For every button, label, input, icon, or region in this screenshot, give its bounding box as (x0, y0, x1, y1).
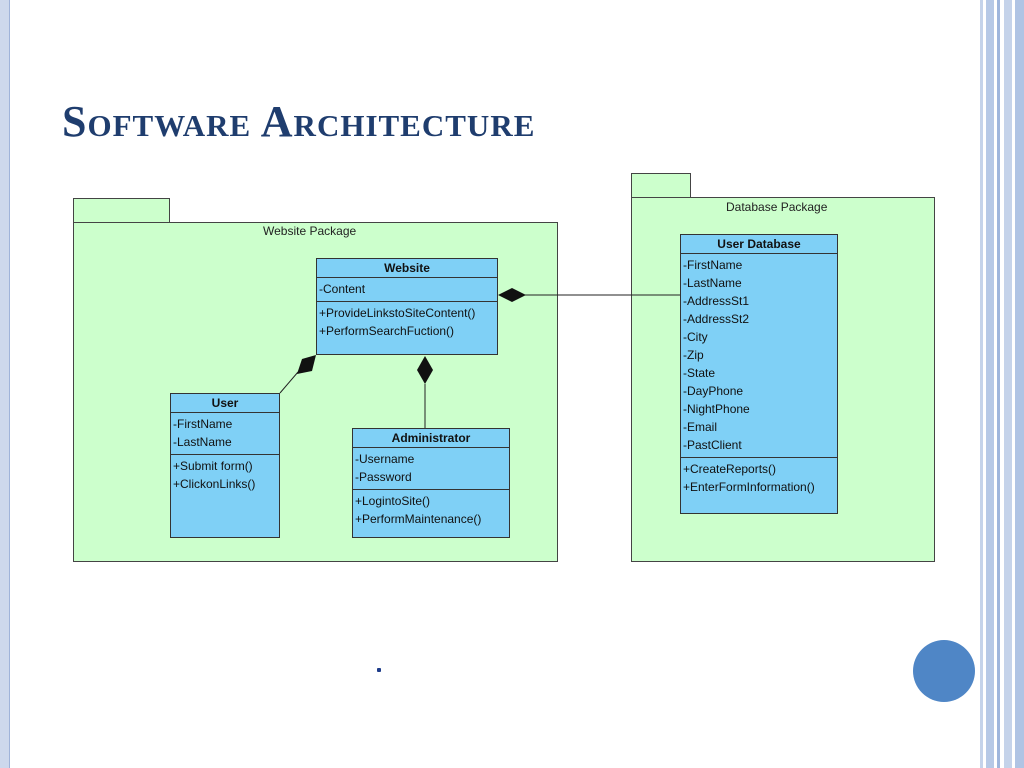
user-operations: +Submit form() +ClickonLinks() (171, 455, 279, 496)
slide-left-border (0, 0, 10, 768)
attribute: -State (683, 366, 716, 380)
attribute: -City (683, 330, 708, 344)
attribute: -AddressSt1 (683, 294, 750, 308)
operation: +EnterFormInformation() (683, 480, 815, 494)
website-user-diamond (297, 355, 316, 374)
administrator-attributes: -Username -Password (353, 448, 509, 490)
user-database-class: User Database -FirstName -LastName -Addr… (680, 234, 838, 514)
operation: +ProvideLinkstoSiteContent() (319, 306, 476, 320)
attribute: -Zip (683, 348, 704, 362)
attribute: -LastName (173, 435, 232, 449)
administrator-class-name: Administrator (353, 429, 509, 448)
website-attributes: -Content (317, 278, 497, 302)
stray-mark (377, 668, 381, 672)
administrator-class: Administrator -Username -Password +Login… (352, 428, 510, 538)
database-package-tab (631, 173, 691, 198)
website-admin-diamond (417, 356, 433, 384)
website-package-label: Website Package (263, 224, 357, 238)
slide-right-border (978, 0, 1024, 768)
attribute: -AddressSt2 (683, 312, 750, 326)
attribute: -NightPhone (683, 402, 750, 416)
attribute: -Email (683, 420, 718, 434)
operation: +ClickonLinks() (173, 477, 256, 491)
attribute: -Password (355, 470, 412, 484)
user-database-class-name: User Database (681, 235, 837, 254)
website-database-diamond (498, 288, 526, 302)
user-database-operations: +CreateReports() +EnterFormInformation() (681, 458, 837, 499)
operation: +PerformSearchFuction() (319, 324, 455, 338)
attribute: -PastClient (683, 438, 742, 452)
attribute: -LastName (683, 276, 742, 290)
user-class-name: User (171, 394, 279, 413)
attribute: -FirstName (683, 258, 743, 272)
operation: +Submit form() (173, 459, 253, 473)
slide-title: Software Architecture (62, 97, 536, 146)
user-attributes: -FirstName -LastName (171, 413, 279, 455)
attribute: -DayPhone (683, 384, 744, 398)
website-user-composition-line (279, 371, 299, 394)
operation: +CreateReports() (683, 462, 777, 476)
attribute: -Content (319, 282, 366, 296)
database-package-label: Database Package (726, 200, 828, 214)
slide-accent-circle (913, 640, 975, 702)
website-class-name: Website (317, 259, 497, 278)
website-operations: +ProvideLinkstoSiteContent() +PerformSea… (317, 302, 497, 343)
website-class: Website -Content +ProvideLinkstoSiteCont… (316, 258, 498, 355)
operation: +PerformMaintenance() (355, 512, 482, 526)
user-database-attributes: -FirstName -LastName -AddressSt1 -Addres… (681, 254, 837, 458)
administrator-operations: +LogintoSite() +PerformMaintenance() (353, 490, 509, 531)
attribute: -Username (355, 452, 415, 466)
operation: +LogintoSite() (355, 494, 431, 508)
attribute: -FirstName (173, 417, 233, 431)
website-package-tab (73, 198, 170, 223)
user-class: User -FirstName -LastName +Submit form()… (170, 393, 280, 538)
